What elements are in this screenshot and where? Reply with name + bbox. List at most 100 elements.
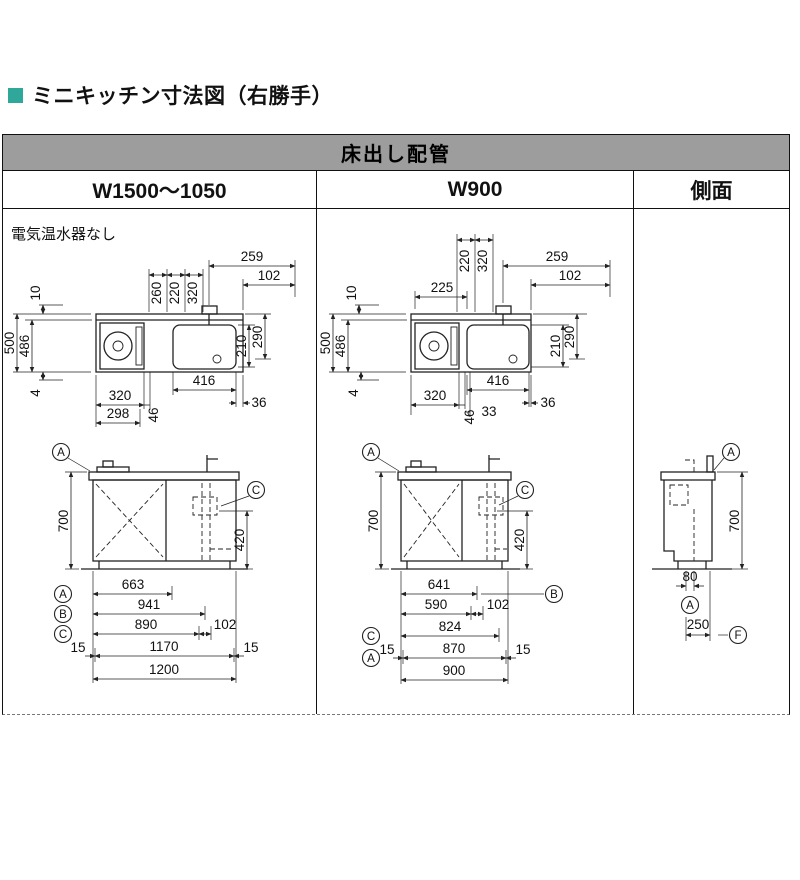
burner-icon	[103, 331, 133, 361]
w1500-front-view	[81, 455, 248, 570]
w900-plan-dimensions: 220 320 259 102 225	[318, 234, 611, 425]
dim-870: 870	[443, 641, 466, 656]
dim-700: 700	[56, 510, 71, 533]
dim-700: 700	[727, 510, 742, 533]
cooktop-front	[96, 466, 130, 473]
dim-420: 420	[232, 529, 247, 552]
column-header-w900: W900	[317, 171, 634, 209]
dim-36: 36	[251, 395, 266, 410]
svg-text:F: F	[734, 630, 741, 642]
drawing-w900: 220 320 259 102 225	[318, 234, 611, 684]
dim-416: 416	[193, 373, 216, 388]
dim-320-bottom: 320	[424, 388, 447, 403]
dim-102: 102	[258, 268, 281, 283]
drawing-panels: 電気温水器なし	[3, 209, 789, 714]
dim-210: 210	[234, 335, 249, 358]
dimension-sheet: 床出し配管 W1500～1050 W900 側面 電気温水器なし	[2, 134, 790, 715]
dim-1200: 1200	[149, 662, 179, 677]
svg-text:A: A	[727, 447, 735, 459]
svg-text:A: A	[367, 447, 375, 459]
dim-500: 500	[3, 332, 17, 355]
dim-700: 700	[366, 510, 381, 533]
svg-text:C: C	[367, 631, 375, 643]
panel-w900: 220 320 259 102 225	[317, 209, 634, 714]
dim-259: 259	[546, 249, 569, 264]
column-header-row: W1500～1050 W900 側面	[3, 171, 789, 209]
w1500-plan-view	[95, 305, 244, 373]
mark-circle-row-d: A	[361, 648, 381, 668]
sink-plan	[172, 324, 237, 370]
dim-663: 663	[122, 577, 145, 592]
svg-text:A: A	[57, 447, 65, 459]
svg-text:C: C	[59, 629, 67, 641]
sink-bowl-hidden	[669, 484, 689, 506]
dim-102-front: 102	[487, 597, 510, 612]
dim-15-left: 15	[70, 640, 85, 655]
sheet-header-piping: 床出し配管	[3, 135, 789, 171]
svg-text:C: C	[252, 485, 260, 497]
dim-10: 10	[344, 285, 359, 300]
dim-33: 33	[481, 404, 496, 419]
mark-circle-row-a: B	[544, 584, 564, 604]
dim-10: 10	[28, 285, 43, 300]
svg-text:A: A	[686, 600, 694, 612]
dim-220: 220	[167, 282, 182, 305]
dim-260: 260	[149, 282, 164, 305]
dim-298: 298	[107, 406, 130, 421]
faucet-hidden	[682, 459, 695, 472]
dim-220: 220	[457, 250, 472, 273]
dim-259: 259	[241, 249, 264, 264]
dim-210: 210	[548, 335, 563, 358]
dim-102-front: 102	[214, 617, 237, 632]
w900-front-dimensions: A 700 C	[361, 442, 564, 684]
mark-circle-c-side: C	[246, 480, 266, 500]
trap-hidden	[478, 496, 504, 516]
trap-hidden	[192, 496, 218, 516]
dim-320-top: 320	[475, 250, 490, 273]
dim-890: 890	[135, 617, 158, 632]
backsplash-side	[706, 455, 714, 473]
dim-420: 420	[512, 529, 527, 552]
dim-4: 4	[346, 389, 361, 397]
dim-941: 941	[138, 597, 161, 612]
column-header-side: 側面	[634, 171, 789, 209]
faucet-front	[206, 458, 218, 472]
w1500-front-dimensions: A 700 C	[51, 442, 266, 683]
dim-46: 46	[146, 407, 161, 422]
dim-290: 290	[562, 326, 577, 349]
column-header-w1500: W1500～1050	[3, 171, 317, 209]
dim-900: 900	[443, 663, 466, 678]
faucet-plan	[201, 305, 218, 315]
dim-15-right: 15	[243, 640, 258, 655]
dim-1170: 1170	[149, 639, 178, 654]
dim-225: 225	[431, 280, 454, 295]
cooktop-front	[405, 466, 437, 473]
svg-text:B: B	[59, 609, 67, 621]
side-view	[652, 455, 732, 570]
dim-416: 416	[487, 373, 510, 388]
page-title-row: ミニキッチン寸法図（右勝手）	[8, 80, 800, 110]
dim-102: 102	[559, 268, 582, 283]
mark-circle-row-b: B	[53, 604, 73, 624]
dim-320-bottom: 320	[109, 388, 132, 403]
faucet-front	[488, 458, 500, 472]
mark-circle-c-side: C	[515, 480, 535, 500]
drain-icon	[212, 354, 222, 364]
mark-circle-250: F	[728, 625, 748, 645]
dim-15-left: 15	[379, 642, 394, 657]
mark-circle-row-c: C	[53, 624, 73, 644]
dim-36: 36	[540, 395, 555, 410]
burner-icon	[419, 331, 449, 361]
dim-486: 486	[17, 335, 32, 358]
w1500-plan-dimensions: 260 220 320 259 102 10	[3, 249, 296, 427]
panel-w1500: 電気温水器なし	[3, 209, 317, 714]
dim-486: 486	[333, 335, 348, 358]
dim-46: 46	[462, 409, 477, 424]
mark-circle-a-top: A	[721, 442, 741, 462]
drawing-side: A 700 80 A	[652, 442, 748, 645]
side-dimensions: A 700 80 A	[676, 442, 748, 645]
mark-circle-row-a: A	[53, 584, 73, 604]
drawing-w1500: 電気温水器なし	[3, 226, 296, 683]
faucet-plan	[495, 305, 512, 315]
dim-641: 641	[428, 577, 451, 592]
